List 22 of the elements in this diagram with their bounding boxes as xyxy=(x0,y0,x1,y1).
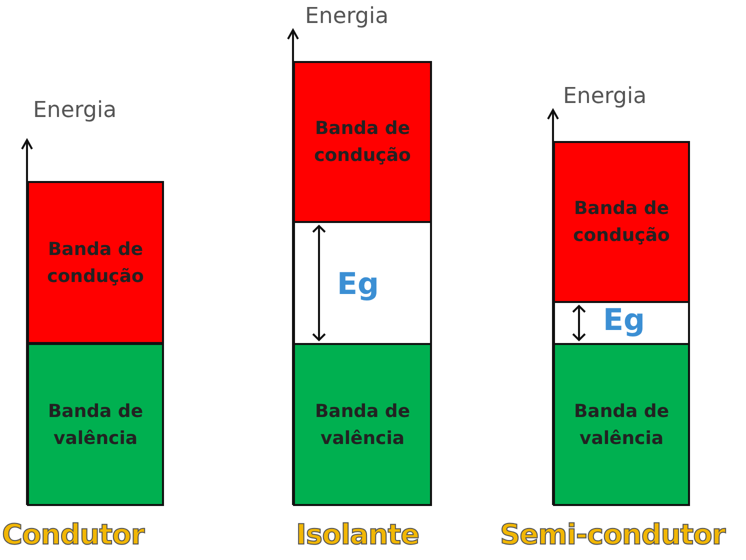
conduction-band xyxy=(293,61,432,223)
band-label: Banda de valência xyxy=(572,400,670,450)
band-label: Banda de valência xyxy=(314,400,412,450)
material-caption: Condutor xyxy=(2,518,144,551)
axis-label: Energia xyxy=(305,4,389,29)
band-label: Banda de condução xyxy=(46,238,145,288)
material-caption: Isolante xyxy=(296,518,420,551)
band-label: Banda de condução xyxy=(572,197,671,248)
conduction-band xyxy=(553,141,690,303)
material-caption: Semi-condutor xyxy=(500,518,726,551)
gap-energy-label: Eg xyxy=(337,267,379,303)
axis-label: Energia xyxy=(33,98,117,123)
axis-label: Energia xyxy=(563,84,647,109)
band-gap xyxy=(293,221,432,345)
valence-band xyxy=(293,343,432,506)
valence-band xyxy=(27,343,164,506)
conduction-band xyxy=(27,181,164,344)
band-label: Banda de condução xyxy=(313,117,412,168)
valence-band xyxy=(553,343,690,506)
band-gap xyxy=(553,301,690,345)
gap-energy-label: Eg xyxy=(603,303,645,339)
band-label: Banda de valência xyxy=(46,400,144,450)
